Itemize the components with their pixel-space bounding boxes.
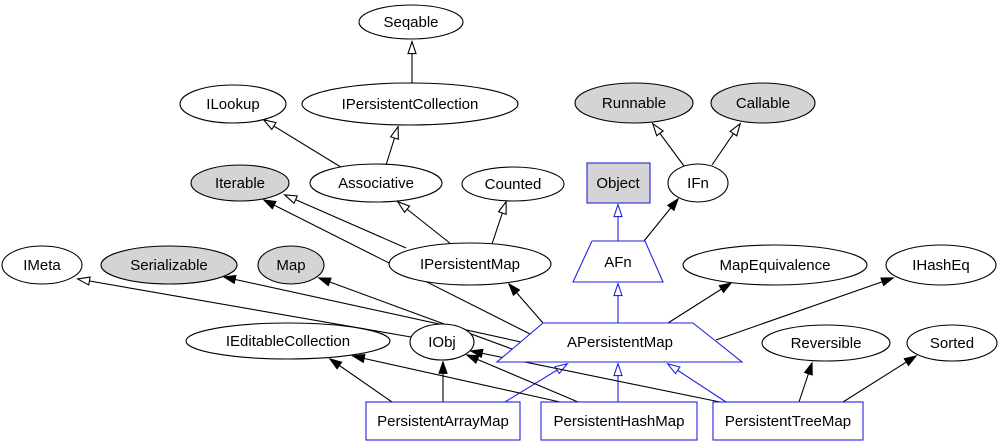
node-afn-shape	[572, 240, 664, 283]
edge-persistenttreemap-to-reversible	[798, 361, 813, 403]
node-persistenthashmap: PersistentHashMap	[540, 401, 698, 441]
node-ieditablecollection-label: IEditableCollection	[226, 333, 350, 350]
node-iobj-shape	[409, 323, 475, 361]
node-persistenttreemap: PersistentTreeMap	[712, 401, 864, 441]
node-counted-shape	[461, 166, 565, 202]
node-iterable-label: Iterable	[215, 175, 265, 192]
edge-apersistentmap-to-mapequivalence	[667, 282, 733, 324]
edge-apersistentmap-to-ihasheq	[715, 277, 895, 341]
node-ieditablecollection-shape	[185, 322, 391, 360]
node-ieditablecollection: IEditableCollection	[185, 322, 391, 360]
node-iobj-label: IObj	[428, 334, 456, 351]
node-imeta-label: IMeta	[23, 257, 61, 274]
edge-persistentarraymap-to-apersistentmap	[504, 362, 569, 403]
node-persistenthashmap-shape	[540, 401, 698, 441]
node-ilookup-label: ILookup	[206, 96, 259, 113]
edge-ifn-to-callable	[711, 122, 742, 166]
edge-afn-to-ifn	[643, 197, 680, 242]
node-callable-label: Callable	[736, 95, 790, 112]
node-object-label: Object	[596, 175, 640, 192]
node-associative-label: Associative	[338, 175, 414, 192]
node-ifn-shape	[667, 163, 729, 203]
node-associative-shape	[309, 163, 443, 203]
node-persistenttreemap-shape	[712, 401, 864, 441]
node-reversible: Reversible	[761, 324, 891, 362]
node-runnable-shape	[574, 82, 694, 124]
node-persistenttreemap-label: PersistentTreeMap	[725, 413, 851, 430]
node-map: Map	[257, 245, 325, 285]
node-ihasheq: IHashEq	[885, 244, 997, 286]
node-ipersistentmap-label: IPersistentMap	[420, 256, 520, 273]
node-associative: Associative	[309, 163, 443, 203]
edge-ipersistentmap-to-counted	[491, 199, 507, 245]
edge-apersistentmap-to-map	[317, 277, 513, 350]
edge-apersistentmap-to-serializable	[222, 274, 522, 343]
node-mapequivalence-label: MapEquivalence	[720, 257, 831, 274]
node-ilookup: ILookup	[179, 84, 287, 124]
node-afn-label: AFn	[604, 254, 632, 271]
node-object: Object	[586, 162, 651, 204]
node-apersistentmap-label: APersistentMap	[567, 334, 673, 351]
node-runnable: Runnable	[574, 82, 694, 124]
node-serializable-shape	[100, 245, 238, 285]
node-iterable: Iterable	[190, 164, 290, 202]
node-sorted-shape	[906, 324, 998, 362]
edge-persistenthashmap-to-ieditablecollection	[351, 353, 561, 403]
node-callable-shape	[710, 82, 816, 124]
edge-ifn-to-runnable	[651, 122, 685, 167]
node-runnable-label: Runnable	[602, 95, 666, 112]
node-reversible-shape	[761, 324, 891, 362]
node-persistentarraymap-shape	[365, 401, 521, 441]
node-apersistentmap-shape	[495, 322, 744, 363]
node-imeta-shape	[1, 245, 83, 285]
node-seqable: Seqable	[358, 4, 464, 40]
node-mapequivalence-shape	[682, 244, 868, 286]
node-mapequivalence: MapEquivalence	[682, 244, 868, 286]
node-serializable: Serializable	[100, 245, 238, 285]
edge-persistentarraymap-to-ieditablecollection	[328, 358, 393, 403]
node-afn: AFn	[572, 240, 664, 283]
node-ilookup-shape	[179, 84, 287, 124]
node-iobj: IObj	[409, 323, 475, 361]
node-ipersistentcollection-label: IPersistentCollection	[342, 96, 479, 113]
node-ipersistentcollection: IPersistentCollection	[301, 82, 519, 126]
node-map-label: Map	[276, 257, 305, 274]
node-seqable-label: Seqable	[383, 14, 438, 31]
node-ipersistentmap-shape	[388, 242, 552, 286]
node-sorted: Sorted	[906, 324, 998, 362]
edge-persistenttreemap-to-sorted	[842, 355, 918, 403]
edge-apersistentmap-to-ipersistentmap	[507, 282, 544, 324]
node-sorted-label: Sorted	[930, 335, 974, 352]
node-persistenthashmap-label: PersistentHashMap	[554, 413, 685, 430]
node-callable: Callable	[710, 82, 816, 124]
node-serializable-label: Serializable	[130, 257, 208, 274]
node-apersistentmap: APersistentMap	[495, 322, 744, 363]
node-counted-label: Counted	[485, 176, 542, 193]
node-ipersistentcollection-shape	[301, 82, 519, 126]
node-ipersistentmap: IPersistentMap	[388, 242, 552, 286]
node-ihasheq-shape	[885, 244, 997, 286]
edge-associative-to-ipersistentcollection	[385, 124, 399, 166]
node-map-shape	[257, 245, 325, 285]
node-object-shape	[586, 162, 651, 204]
node-ifn-label: IFn	[687, 175, 709, 192]
edge-persistenthashmap-to-iobj	[465, 354, 579, 403]
edge-ipersistentmap-to-iterable	[283, 194, 407, 249]
node-seqable-shape	[358, 4, 464, 40]
node-counted: Counted	[461, 166, 565, 202]
node-imeta: IMeta	[1, 245, 83, 285]
node-persistentarraymap: PersistentArrayMap	[365, 401, 521, 441]
node-ihasheq-label: IHashEq	[912, 257, 970, 274]
node-ifn: IFn	[667, 163, 729, 203]
edge-persistenttreemap-to-apersistentmap	[666, 362, 727, 403]
node-reversible-label: Reversible	[791, 335, 862, 352]
node-persistentarraymap-label: PersistentArrayMap	[377, 413, 509, 430]
node-iterable-shape	[190, 164, 290, 202]
edge-associative-to-ilookup	[262, 118, 345, 170]
edge-ipersistentmap-to-associative	[396, 200, 452, 245]
